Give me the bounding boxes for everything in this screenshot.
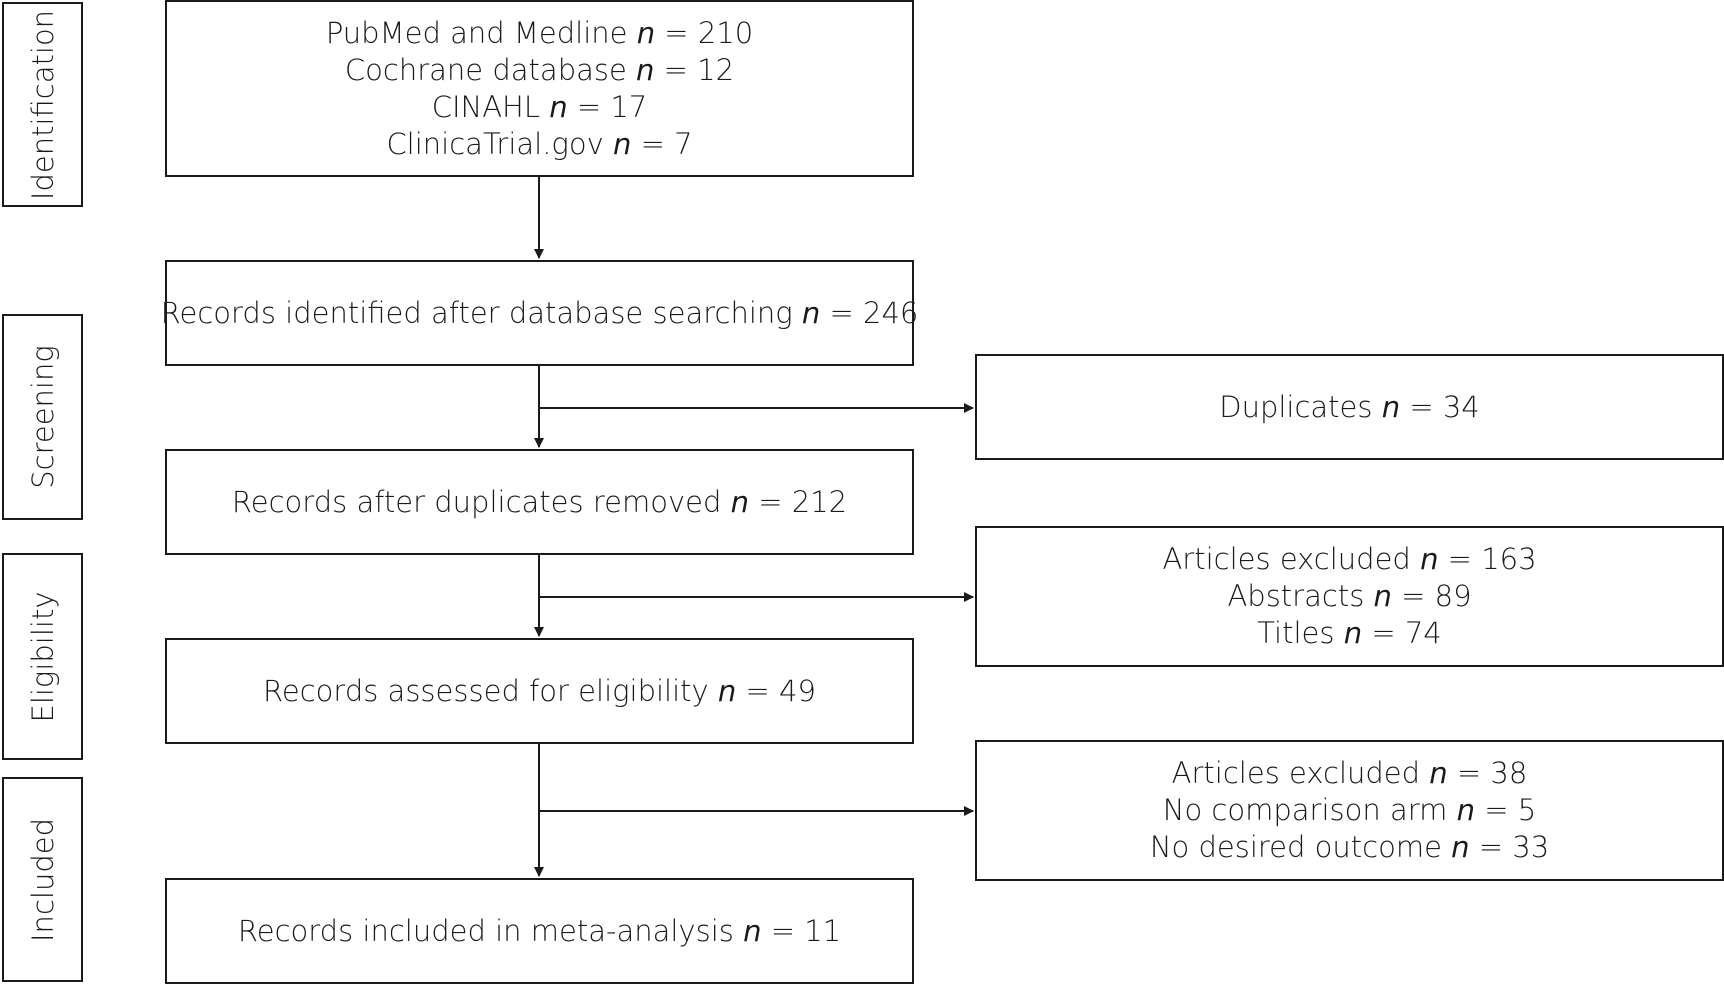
excluded-2-box: Articles excluded n = 38 No comparison a… xyxy=(975,740,1724,881)
excluded-2-line: No comparison arm n = 5 xyxy=(1162,793,1537,827)
excluded-1-line: Articles excluded n = 163 xyxy=(1162,542,1537,576)
excluded-1-line: Abstracts n = 89 xyxy=(1227,579,1472,613)
included-text: Records included in meta-analysis n = 11 xyxy=(237,913,842,948)
stage-identification: Identification xyxy=(2,2,83,207)
duplicates-box: Duplicates n = 34 xyxy=(975,354,1724,460)
identified-text: Records identified after database search… xyxy=(160,295,919,330)
excluded-1-line: Titles n = 74 xyxy=(1257,616,1442,650)
source-line: PubMed and Medline n = 210 xyxy=(325,15,754,50)
excluded-2-line: Articles excluded n = 38 xyxy=(1171,756,1528,790)
stage-screening: Screening xyxy=(2,314,83,520)
stage-eligibility: Eligibility xyxy=(2,553,83,760)
source-line: ClinicaTrial.gov n = 7 xyxy=(386,126,693,161)
duplicates-text: Duplicates n = 34 xyxy=(1219,389,1480,424)
stage-included: Included xyxy=(2,777,83,982)
after-duplicates-text: Records after duplicates removed n = 212 xyxy=(231,484,848,519)
included-box: Records included in meta-analysis n = 11 xyxy=(165,878,914,984)
excluded-1-box: Articles excluded n = 163 Abstracts n = … xyxy=(975,526,1724,667)
identified-box: Records identified after database search… xyxy=(161,260,918,366)
sources-box: PubMed and Medline n = 210 Cochrane data… xyxy=(165,0,914,177)
source-line: CINAHL n = 17 xyxy=(431,89,648,124)
assessed-text: Records assessed for eligibility n = 49 xyxy=(263,673,816,708)
source-line: Cochrane database n = 12 xyxy=(344,52,735,87)
after-duplicates-box: Records after duplicates removed n = 212 xyxy=(165,449,914,555)
assessed-box: Records assessed for eligibility n = 49 xyxy=(165,638,914,744)
excluded-2-line: No desired outcome n = 33 xyxy=(1149,830,1550,864)
